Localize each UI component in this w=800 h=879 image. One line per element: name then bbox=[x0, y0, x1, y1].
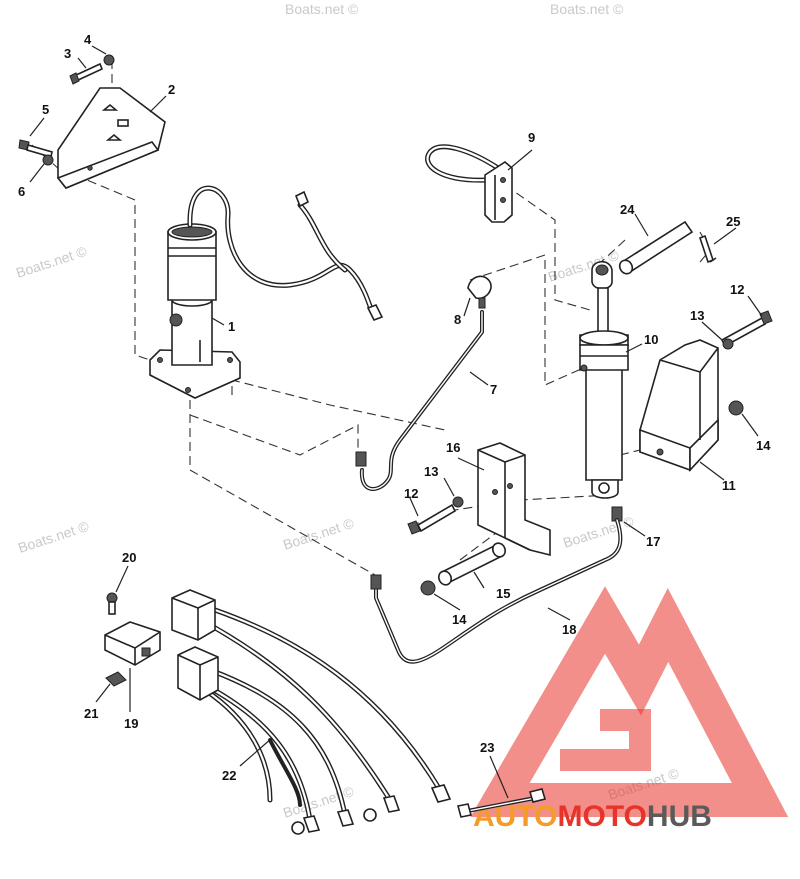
callout-3: 3 bbox=[64, 46, 71, 61]
callout-20: 20 bbox=[122, 550, 136, 565]
leader-lines bbox=[29, 45, 763, 799]
part-22-wiring-harness bbox=[171, 589, 452, 835]
part-14-nut-left bbox=[420, 580, 436, 596]
callout-13-upper: 13 bbox=[690, 308, 704, 323]
part-13-nut-upper bbox=[722, 338, 734, 350]
part-24-pin bbox=[618, 220, 694, 275]
part-4-nut bbox=[103, 54, 115, 66]
callout-17: 17 bbox=[646, 534, 660, 549]
callout-21: 21 bbox=[84, 706, 98, 721]
callout-19: 19 bbox=[124, 716, 138, 731]
part-11-bracket-right bbox=[639, 339, 719, 473]
callout-11: 11 bbox=[722, 478, 736, 493]
callout-4: 4 bbox=[84, 32, 92, 47]
watermark: Boats.net © bbox=[16, 518, 91, 556]
watermark: Boats.net © bbox=[561, 513, 636, 551]
part-25-cotter-pin bbox=[699, 234, 717, 264]
callout-12-lower: 12 bbox=[404, 486, 418, 501]
callout-22: 22 bbox=[222, 768, 236, 783]
callout-23: 23 bbox=[480, 740, 494, 755]
part-13-nut-lower bbox=[452, 496, 464, 508]
callout-16: 16 bbox=[446, 440, 460, 455]
watermark: Boats.net © bbox=[14, 243, 89, 281]
logo-text-hub: HUB bbox=[647, 800, 712, 833]
part-1-pump-motor bbox=[149, 223, 241, 399]
part-10-trim-cylinder bbox=[579, 260, 629, 499]
part-19-relay bbox=[104, 621, 161, 666]
part-23-wire-lead bbox=[457, 788, 547, 818]
callout-numbers: 1 2 3 4 5 6 7 8 9 10 11 12 12 13 13 14 1… bbox=[18, 32, 771, 783]
automotohub-logo: AUTOMOTOHUB bbox=[470, 586, 789, 833]
callout-5: 5 bbox=[42, 102, 49, 117]
part-14-nut-right bbox=[728, 400, 744, 416]
part-21-clip bbox=[105, 671, 127, 687]
part-5-bolt bbox=[18, 139, 53, 159]
callout-14-left: 14 bbox=[452, 612, 467, 627]
part-16-bracket-left bbox=[477, 442, 551, 557]
watermark: Boats.net © bbox=[281, 515, 356, 553]
part-9-clip bbox=[425, 144, 513, 223]
callout-25: 25 bbox=[726, 214, 740, 229]
part-8-fitting bbox=[467, 275, 492, 309]
watermark: Boats.net © bbox=[550, 1, 624, 17]
part-18-hydraulic-line bbox=[370, 518, 623, 664]
part-20-screw bbox=[106, 592, 118, 615]
callout-6: 6 bbox=[18, 184, 25, 199]
callout-14-right: 14 bbox=[756, 438, 771, 453]
pump-harness bbox=[187, 185, 384, 322]
callout-18: 18 bbox=[562, 622, 576, 637]
watermark: Boats.net © bbox=[285, 1, 359, 17]
callout-2: 2 bbox=[168, 82, 175, 97]
logo-text-moto: MOTO bbox=[557, 800, 646, 833]
callout-8: 8 bbox=[454, 312, 461, 327]
callout-12-upper: 12 bbox=[730, 282, 744, 297]
callout-9: 9 bbox=[528, 130, 535, 145]
logo-text-auto: AUTO bbox=[473, 800, 557, 833]
part-7-hydraulic-line bbox=[355, 310, 484, 491]
callout-7: 7 bbox=[490, 382, 497, 397]
callout-10: 10 bbox=[644, 332, 658, 347]
callout-15: 15 bbox=[496, 586, 510, 601]
callout-13-lower: 13 bbox=[424, 464, 438, 479]
part-2-mounting-plate bbox=[56, 87, 166, 189]
part-3-bolt bbox=[69, 62, 104, 85]
part-15-pivot-pin bbox=[437, 542, 507, 586]
callout-24: 24 bbox=[620, 202, 635, 217]
part-6-nut bbox=[42, 154, 54, 166]
callout-1: 1 bbox=[228, 319, 235, 334]
part-12-bolt-lower bbox=[407, 503, 457, 535]
